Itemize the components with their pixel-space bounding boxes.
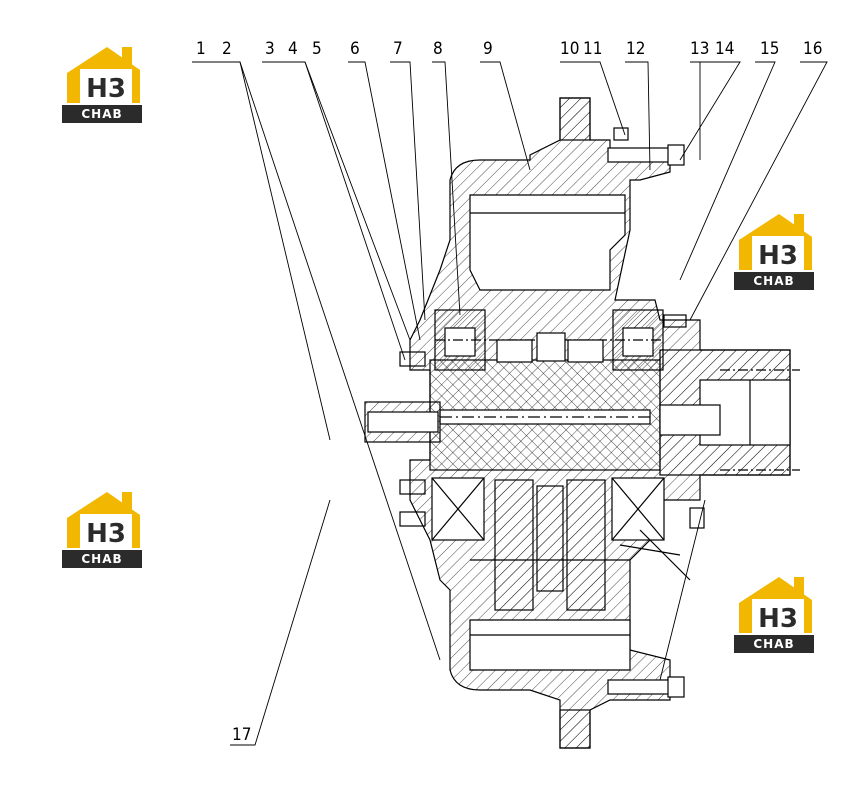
logo-caption: CHAB (62, 550, 142, 568)
part-label: 9 (483, 39, 493, 59)
part-label: 1 (196, 39, 206, 59)
house-logo-icon: H3 (739, 577, 812, 634)
part-label: 3 (265, 39, 275, 59)
part-label: 2 (222, 39, 232, 59)
logo-watermark: H3 CHAB (734, 575, 814, 653)
svg-text:H3: H3 (86, 74, 126, 104)
logo-watermark: H3 CHAB (62, 490, 142, 568)
part-label: 10 (560, 39, 579, 59)
house-logo-icon: H3 (739, 214, 812, 271)
part-label: 15 (760, 39, 779, 59)
part-label: 12 (626, 39, 645, 59)
logo-caption: CHAB (734, 635, 814, 653)
svg-text:H3: H3 (758, 604, 798, 634)
part-label: 7 (393, 39, 403, 59)
part-label: 13 (690, 39, 709, 59)
house-logo-icon: H3 (67, 47, 140, 104)
logo-caption: CHAB (734, 272, 814, 290)
part-label: 4 (288, 39, 298, 59)
part-label: 16 (803, 39, 822, 59)
part-label: 5 (312, 39, 322, 59)
part-label: 17 (232, 725, 251, 745)
svg-text:H3: H3 (86, 519, 126, 549)
svg-text:H3: H3 (758, 241, 798, 271)
part-label: 6 (350, 39, 360, 59)
logo-watermark: H3 CHAB (62, 45, 142, 123)
part-label: 11 (583, 39, 602, 59)
leader-lines (192, 61, 828, 746)
part-label: 14 (715, 39, 734, 59)
part-labels: 1 2 3 4 5 6 7 8 9 10 11 12 13 14 15 16 1… (196, 39, 822, 745)
housing-outline (364, 97, 800, 749)
logo-watermark: H3 CHAB (734, 212, 814, 290)
logo-caption: CHAB (62, 105, 142, 123)
house-logo-icon: H3 (67, 492, 140, 549)
part-label: 8 (433, 39, 443, 59)
